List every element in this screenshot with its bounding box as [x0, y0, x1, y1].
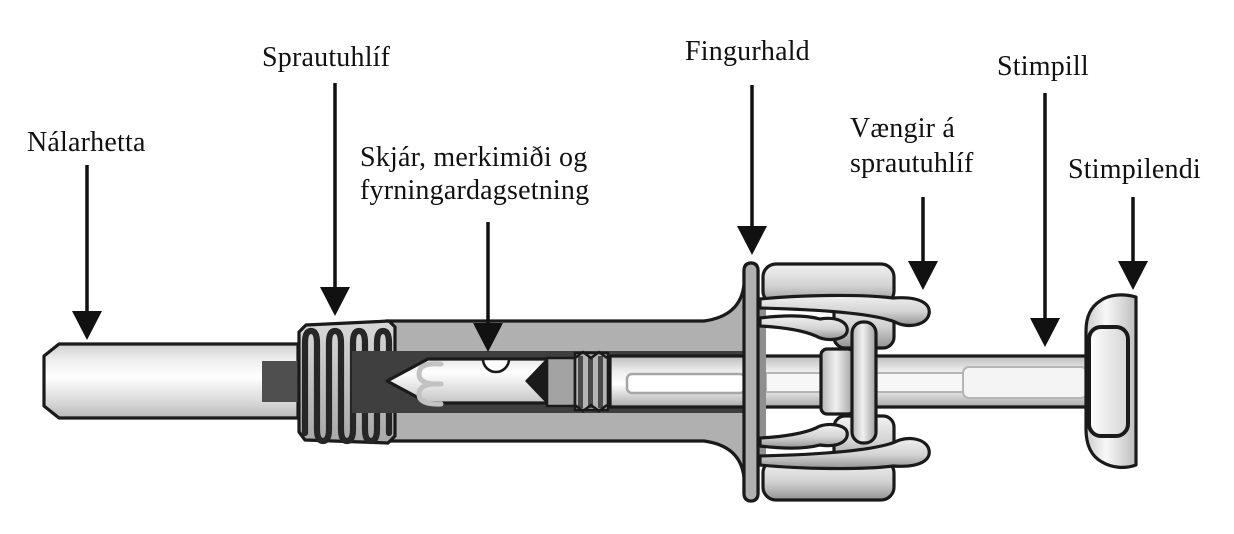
arrow-plunger-end	[1118, 197, 1148, 290]
guard-wings-shape	[758, 262, 931, 502]
needle-hub-shape	[262, 361, 298, 402]
arrow-syringe-guard	[320, 83, 350, 316]
label-plunger-end: Stimpilendi	[1068, 154, 1201, 185]
plunger-stopper-shape	[545, 350, 610, 413]
arrow-plunger	[1030, 93, 1060, 347]
arrow-needle-cap	[72, 165, 102, 340]
label-plunger: Stimpill	[997, 51, 1089, 82]
plunger-cross-shape	[819, 347, 856, 416]
label-finger-grip: Fingurhald	[685, 36, 810, 67]
arrow-window-label	[473, 222, 503, 352]
plunger-thumb-pad-shape	[1084, 293, 1138, 469]
finger-flange-shape	[742, 261, 760, 503]
label-window-label-expiry: Skjár, merkimiði og fyrningardagsetning	[360, 142, 590, 206]
barrel-marking	[416, 361, 444, 407]
label-needle-cap: Nálarhetta	[27, 127, 146, 158]
label-guard-wings: Vængir á sprautuhlíf	[850, 113, 974, 179]
arrow-guard-wings	[908, 197, 938, 290]
wing-strap-shape	[850, 320, 878, 445]
arrow-finger-grip	[737, 85, 767, 255]
barrel-window-shape	[481, 357, 511, 374]
label-syringe-guard: Sprautuhlíf	[262, 42, 391, 73]
needle-cap-shape	[42, 342, 300, 420]
syringe-barrel-shape	[385, 357, 549, 407]
barrel-wedge-shape	[525, 358, 547, 404]
